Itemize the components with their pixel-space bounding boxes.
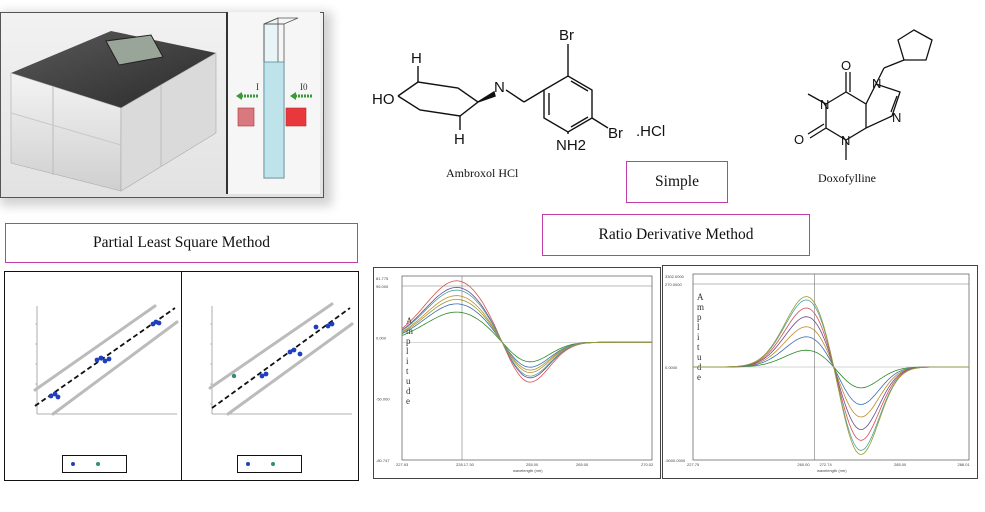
spectrum-xtick: 260.00	[797, 462, 810, 467]
pls-point	[291, 347, 297, 353]
spectrum-xtick: 255.00	[526, 462, 539, 467]
cuvette-schematic: I I0	[226, 12, 320, 194]
legend-dot-primary	[246, 462, 250, 466]
spectrum-ylabel-letter: u	[406, 376, 411, 386]
atom-h-top: H	[411, 50, 422, 67]
pls-point-secondary	[231, 373, 237, 379]
spectrum-left: 95.000 81.775 0.000 -50.000 -80.747 227.93 228…	[373, 267, 661, 479]
spectrophotometer-image	[10, 31, 217, 192]
legend-dot-secondary	[271, 462, 275, 466]
spectrum-xtick: 265.00	[576, 462, 589, 467]
spectrum-ylabel-letter: A	[697, 292, 704, 302]
doxofylline-name: Doxofylline	[818, 171, 876, 185]
spectrum-ylabel-letter: t	[697, 342, 700, 352]
cuvette-icon	[263, 17, 299, 179]
spectrum-ylabel-letter: d	[406, 386, 411, 396]
spectrum-xtick: 288.01	[957, 462, 970, 467]
spectrum-ytick: -80.747	[376, 458, 390, 463]
spectrum-ylabel-letter: i	[406, 356, 409, 366]
pls-point	[329, 321, 335, 327]
pls-legend-right	[237, 455, 302, 473]
spectrum-ylabel-letter: i	[697, 332, 700, 342]
spectrum-ytick: -50.000	[376, 397, 390, 402]
pls-point	[259, 373, 265, 379]
spectrum-ylabel-letter: l	[406, 346, 409, 356]
atom-h-bottom: H	[454, 131, 465, 148]
pls-point	[55, 394, 61, 400]
spectrum-xtick: 227.93	[396, 462, 409, 467]
pls-point	[287, 349, 293, 355]
spectrum-xtick: 285.00	[894, 462, 907, 467]
pls-point	[313, 324, 319, 330]
spectrum-ylabel-letter: m	[406, 326, 413, 336]
ambroxol-name: Ambroxol HCl	[446, 166, 519, 180]
pls-plot-left	[33, 304, 179, 416]
atom-br-right: Br	[608, 125, 623, 142]
spectrum-ytick: 0.0000	[665, 365, 678, 370]
atom-o-top: O	[841, 58, 851, 73]
pls-point	[52, 391, 58, 397]
spectrum-ylabel-letter: A	[406, 316, 413, 326]
atom-nh2: NH2	[556, 137, 586, 154]
spectrum-ylabel-letter: u	[697, 352, 702, 362]
pls-point	[98, 355, 104, 361]
spectrum-ytick: -5000.0000	[665, 458, 686, 463]
spectrum-marker: 270.0000	[665, 282, 682, 287]
pls-point	[106, 356, 112, 362]
atom-br-top: Br	[559, 27, 574, 44]
spectrum-ylabel-letter: m	[697, 302, 704, 312]
pls-legend-left	[62, 455, 127, 473]
pls-point	[156, 320, 162, 326]
spectrum-xtick: 227.75	[687, 462, 700, 467]
pls-method-label: Partial Least Square Method	[5, 223, 358, 263]
spectrum-curve	[401, 299, 652, 371]
spectrum-marker: 95.000	[376, 284, 389, 289]
ratio-derivative-label: Ratio Derivative Method	[542, 214, 810, 256]
spectrum-ylabel-letter: e	[697, 372, 701, 382]
pls-plot-right	[208, 302, 354, 416]
spectrum-ylabel-letter: e	[406, 396, 410, 406]
atom-n9: N	[892, 110, 901, 125]
spectrum-ylabel-letter: p	[697, 312, 702, 322]
cuvette-label-i0: I0	[300, 82, 308, 92]
pls-point	[102, 358, 108, 364]
atom-hcl: .HCl	[636, 123, 665, 140]
pls-point	[297, 351, 303, 357]
spectrum-ylabel-letter: t	[406, 366, 409, 376]
pls-point	[263, 371, 269, 377]
spectrum-xtick: 228.17.30	[456, 462, 475, 467]
atom-o-left: O	[794, 132, 804, 147]
pls-plots-frame	[4, 271, 359, 481]
spectrum-xlabel: wavelength (nm)	[513, 468, 543, 473]
cuvette-label-i: I	[256, 82, 259, 92]
spectrum-xtick: 272.74	[819, 462, 832, 467]
simple-method-label: Simple	[626, 161, 728, 203]
pls-point	[48, 393, 54, 399]
ambroxol-structure: HO H H N Br Br NH2 .HCl	[372, 27, 665, 154]
spectrum-ytick: 0.000	[376, 335, 387, 340]
atom-ho: HO	[372, 91, 395, 108]
legend-dot-primary	[71, 462, 75, 466]
atom-n1: N	[820, 97, 829, 112]
atom-n3: N	[841, 133, 850, 148]
spectrum-ylabel-letter: l	[697, 322, 700, 332]
spectrum-ytick: 81.775	[376, 276, 389, 281]
spectrum-xtick: 270.02	[641, 462, 654, 467]
spectrum-xlabel: wavelength (nm)	[817, 468, 847, 473]
legend-dot-secondary	[96, 462, 100, 466]
spectrum-ytick: 3302.0000	[665, 274, 685, 279]
spectrum-ylabel-letter: p	[406, 336, 411, 346]
doxofylline-structure: O O N N N N	[794, 29, 933, 160]
pls-point	[325, 323, 331, 329]
spectrum-curve	[693, 296, 969, 456]
pls-point	[94, 357, 100, 363]
atom-n: N	[494, 79, 505, 96]
green-arrow-icon	[236, 92, 312, 100]
atom-n7: N	[872, 76, 881, 91]
